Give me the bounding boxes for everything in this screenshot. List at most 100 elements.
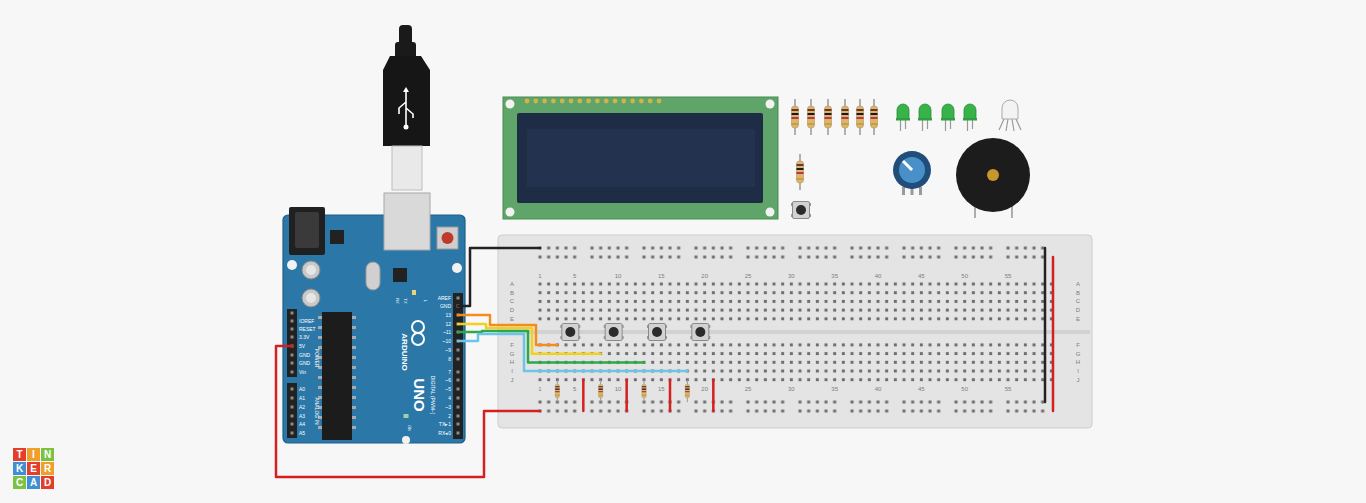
column-number: 55	[1005, 386, 1012, 392]
logo-letter: D	[44, 478, 51, 488]
power-led	[404, 414, 409, 418]
model-label: UNO	[412, 378, 427, 411]
column-number: 25	[745, 386, 752, 392]
led-symbol	[896, 104, 977, 131]
usb-cable	[383, 25, 430, 190]
breadboard-pushbutton	[560, 324, 710, 341]
pin-label: ~11	[443, 330, 451, 335]
pin-header	[287, 293, 463, 439]
jumper-wire	[669, 380, 672, 411]
column-number: 50	[961, 386, 968, 392]
pin-label: A5	[299, 431, 305, 436]
row-letter: C	[510, 298, 514, 304]
pin-label: AREF	[438, 296, 451, 301]
resistor-symbol	[792, 99, 878, 190]
logo-letter: N	[44, 450, 51, 460]
rail-wire	[1052, 257, 1055, 411]
pin-label: A1	[299, 396, 305, 401]
column-number: 45	[918, 386, 925, 392]
led-label: TX	[403, 298, 407, 303]
column-number: 45	[918, 273, 925, 279]
row-letter: C	[1076, 298, 1080, 304]
logo-letter: T	[16, 450, 22, 460]
piezo-buzzer	[956, 138, 1030, 218]
row-letter: A	[510, 281, 514, 287]
row-letter: F	[1076, 342, 1080, 348]
led-label: RX	[395, 298, 399, 304]
pin-label: A2	[299, 405, 305, 410]
column-number: 20	[701, 386, 708, 392]
row-letter: E	[1076, 316, 1080, 322]
logo-letter: K	[16, 464, 23, 474]
pin-label: GND	[299, 361, 310, 366]
led-label: ON	[407, 425, 411, 431]
row-letter: H	[1076, 359, 1080, 365]
column-number: 40	[875, 273, 882, 279]
column-number: 20	[701, 273, 708, 279]
pin-label: ~9	[445, 348, 451, 353]
column-number: 40	[875, 386, 882, 392]
jumper-wire	[625, 380, 628, 411]
column-number: 50	[961, 273, 968, 279]
column-number: 30	[788, 386, 795, 392]
column-number: 1	[538, 273, 541, 279]
status-led	[412, 290, 416, 295]
row-letter: J	[511, 377, 514, 383]
logo-letter: I	[32, 450, 35, 460]
row-letter: G	[510, 351, 515, 357]
rgb-led-symbol	[999, 100, 1021, 131]
column-number: 5	[573, 273, 576, 279]
row-letter: I	[511, 368, 513, 374]
pin-label: 4	[448, 396, 451, 401]
pin-label: 12	[445, 322, 451, 327]
column-number: 1	[538, 386, 541, 392]
rail-wire	[1044, 248, 1047, 402]
column-number: 15	[658, 273, 665, 279]
pin-label: 7	[448, 370, 451, 375]
column-number: 55	[1005, 273, 1012, 279]
pin-label: TX▸1	[439, 422, 451, 427]
brand-label: ARDUINO	[400, 333, 408, 370]
pin-label: 2	[448, 414, 451, 419]
pin-label: Vin	[299, 370, 306, 375]
pin-label: RESET	[299, 327, 316, 332]
pin-label: ~6	[445, 378, 451, 383]
column-number: 15	[658, 386, 665, 392]
arduino-logo-symbol	[412, 321, 424, 345]
signal-wire	[458, 324, 601, 354]
row-letter: D	[510, 307, 514, 313]
microcontroller-chip	[318, 312, 356, 440]
signal-wire	[458, 331, 644, 362]
pin-label: RX◂0	[438, 431, 451, 436]
row-letter: B	[1076, 290, 1080, 296]
row-letter: G	[1076, 351, 1081, 357]
column-number: 35	[831, 273, 838, 279]
column-number: 5	[573, 386, 576, 392]
row-letter: E	[510, 316, 514, 322]
power-wire	[276, 346, 540, 477]
potentiometer-symbol	[893, 151, 931, 195]
column-number: 10	[615, 386, 622, 392]
arduino-uno-board	[283, 193, 465, 444]
column-number: 10	[615, 273, 622, 279]
column-number: 35	[831, 386, 838, 392]
row-letter: D	[1076, 307, 1080, 313]
jumper-wire	[712, 380, 715, 411]
lcd-module	[503, 97, 778, 219]
logo-letter: R	[44, 464, 51, 474]
logo-letter: A	[30, 478, 37, 488]
pin-label: 13	[445, 313, 451, 318]
header-label: POWER	[314, 349, 319, 368]
pin-label: ~3	[445, 405, 451, 410]
pin-label: 3.3V	[299, 335, 309, 340]
header-label: ANALOG IN	[314, 397, 319, 424]
signal-wire	[458, 334, 687, 371]
pushbutton-symbol	[791, 202, 811, 219]
pin-label: A0	[299, 387, 305, 392]
row-letter: J	[1077, 377, 1080, 383]
led-label: L	[423, 300, 427, 302]
row-letter: F	[510, 342, 514, 348]
tinkercad-logo	[13, 448, 54, 489]
pin-label: ~10	[443, 339, 451, 344]
